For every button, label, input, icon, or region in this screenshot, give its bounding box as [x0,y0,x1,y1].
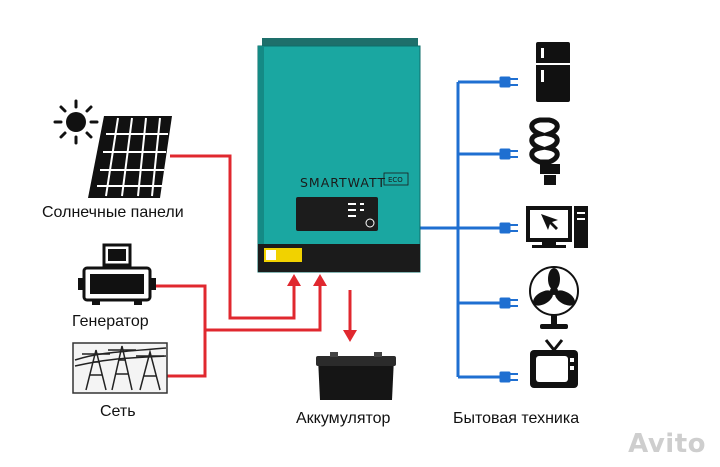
inverter-top [262,38,418,48]
inverter: SMARTWATT ECO [257,38,421,273]
plug-icons [499,76,518,383]
output-wiring [420,80,500,379]
avito-watermark: Avito [628,429,706,459]
inverter-display [296,197,378,231]
inverter-eco: ECO [388,176,403,184]
solar-panel-icon [88,116,172,198]
inverter-body [257,45,421,273]
arrow-up-2 [313,274,327,286]
arrow-down [343,330,357,342]
fan-icon [529,266,579,329]
tv-icon [530,339,578,388]
label-battery: Аккумулятор [296,410,391,427]
solar-line [170,154,296,320]
computer-icon [526,206,588,248]
grid-line [165,330,207,378]
sun-icon [53,99,99,145]
arrow-up-1 [287,274,301,286]
light-bulb-icon [529,117,560,185]
label-solar-panels: Солнечные панели [42,204,184,221]
label-grid: Сеть [100,403,136,420]
label-appliances: Бытовая техника [453,410,580,427]
inverter-brand: SMARTWATT [300,175,386,190]
input-wiring [150,154,322,378]
label-generator: Генератор [72,313,149,330]
power-grid-icon [72,342,168,394]
fridge-icon [536,42,570,102]
battery-icon [316,352,396,400]
generator-icon [78,243,156,305]
